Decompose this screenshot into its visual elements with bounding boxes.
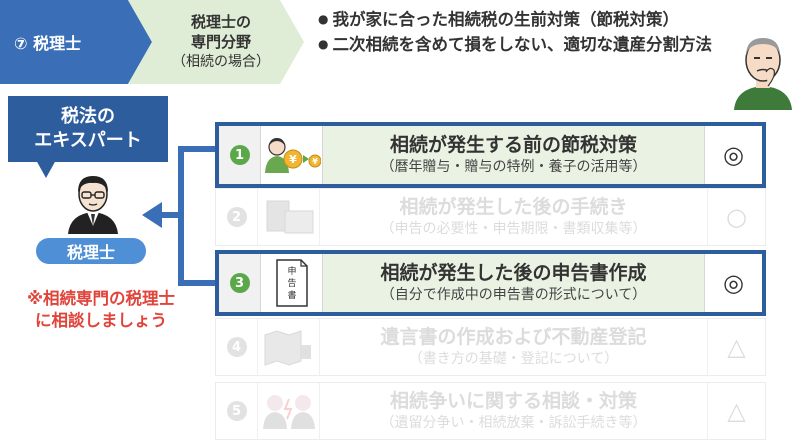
service-item-post-inheritance-procedures: 2 相続が発生した後の手続き （申告の必要性・申告期限・書類収集等） ○ <box>215 188 766 246</box>
key-point: 二次相続を含めて損をしない、適切な遺産分割方法 <box>318 33 768 58</box>
field-tab: 税理士の 専門分野 （相続の場合） <box>128 0 304 84</box>
service-item-will-and-registration: 4 遺言書の作成および不動産登記 （書き方の基礎・登記について） △ <box>215 318 766 376</box>
advisor-role-label: 税理士 <box>36 238 146 264</box>
service-item-tax-return-preparation: 3 申 告 書 相続が発生した後の申告書作成 （自分で作成中の申告書の形式につい… <box>215 250 766 316</box>
connector-middle <box>158 212 182 218</box>
item-title: 遺言書の作成および不動産登記 <box>380 326 647 348</box>
item-subtitle: （暦年贈与・贈与の特例・養子の活用等） <box>380 159 647 175</box>
field-title-sub: （相続の場合） <box>172 54 270 70</box>
connector-arrow-icon <box>142 202 162 228</box>
service-item-pre-inheritance-tax-planning: 1 ¥ ¥ 相続が発生する前の節税対策 （暦年贈与・贈与の特例・養子の活用等） … <box>215 122 766 188</box>
expert-bubble: 税法の エキスパート <box>8 96 168 162</box>
bubble-line2: エキスパート <box>34 130 142 151</box>
item-title: 相続が発生した後の申告書作成 <box>380 262 647 284</box>
section-tab: ⑦ 税理士 <box>0 0 152 84</box>
svg-text:¥: ¥ <box>312 157 318 166</box>
suitability-mark: ○ <box>707 189 765 245</box>
key-point: 我が家に合った相続税の生前対策（節税対策） <box>318 8 768 33</box>
advisor-role-text: 税理士 <box>66 243 115 262</box>
item-subtitle: （遺留分争い・相続放棄・訴訟手続き等） <box>380 415 647 431</box>
advice-line2: に相談しましょう <box>35 311 167 330</box>
two-people-conflict-icon <box>258 383 320 439</box>
map-and-stamp-icon <box>258 319 320 375</box>
connector-bottom <box>178 280 216 286</box>
key-points: 我が家に合った相続税の生前対策（節税対策） 二次相続を含めて損をしない、適切な遺… <box>318 8 768 58</box>
section-label: ⑦ 税理士 <box>14 34 82 53</box>
doc-char-3: 書 <box>287 289 296 301</box>
item-subtitle: （書き方の基礎・登記について） <box>408 351 619 367</box>
item-number: 4 <box>216 319 258 375</box>
suitability-mark: ◎ <box>704 254 762 312</box>
advice-line1: ※相続専門の税理士 <box>26 289 176 308</box>
doc-char-1: 申 <box>287 265 296 277</box>
item-number: 5 <box>216 383 258 439</box>
item-number: 3 <box>219 254 261 312</box>
advice-note: ※相続専門の税理士 に相談しましょう <box>6 288 196 332</box>
suitability-mark: △ <box>707 319 765 375</box>
item-title: 相続が発生した後の手続き <box>399 196 628 218</box>
field-title-line2: 専門分野 <box>190 33 251 51</box>
suitability-mark: ◎ <box>704 126 762 184</box>
item-text: 相続が発生した後の申告書作成 （自分で作成中の申告書の形式について） <box>323 254 704 312</box>
item-subtitle: （申告の必要性・申告期限・書類収集等） <box>380 221 647 237</box>
calculator-documents-icon <box>258 189 320 245</box>
service-item-inheritance-dispute: 5 相続争いに関する相談・対策 （遺留分争い・相続放棄・訴訟手続き等） △ <box>215 382 766 440</box>
item-text: 遺言書の作成および不動産登記 （書き方の基礎・登記について） <box>320 325 707 369</box>
item-number: 2 <box>216 189 258 245</box>
tax-return-document-icon: 申 告 書 <box>261 254 323 312</box>
doc-char-2: 告 <box>287 277 296 289</box>
item-title: 相続が発生する前の節税対策 <box>389 134 637 156</box>
person-with-coins-icon: ¥ ¥ <box>261 126 323 184</box>
suitability-mark: △ <box>707 383 765 439</box>
bubble-line1: 税法の <box>61 106 115 127</box>
field-title-line1: 税理士の <box>190 13 251 31</box>
bubble-tail <box>36 160 56 178</box>
connector-top <box>178 146 216 152</box>
item-text: 相続が発生した後の手続き （申告の必要性・申告期限・書類収集等） <box>320 195 707 239</box>
item-title: 相続争いに関する相談・対策 <box>389 390 637 412</box>
item-subtitle: （自分で作成中の申告書の形式について） <box>380 287 647 303</box>
item-text: 相続争いに関する相談・対策 （遺留分争い・相続放棄・訴訟手続き等） <box>320 389 707 433</box>
item-text: 相続が発生する前の節税対策 （暦年贈与・贈与の特例・養子の活用等） <box>323 126 704 184</box>
elderly-man-thinking-icon <box>734 38 792 110</box>
svg-text:¥: ¥ <box>289 153 297 166</box>
tax-accountant-avatar-icon <box>68 176 118 234</box>
item-number: 1 <box>219 126 261 184</box>
